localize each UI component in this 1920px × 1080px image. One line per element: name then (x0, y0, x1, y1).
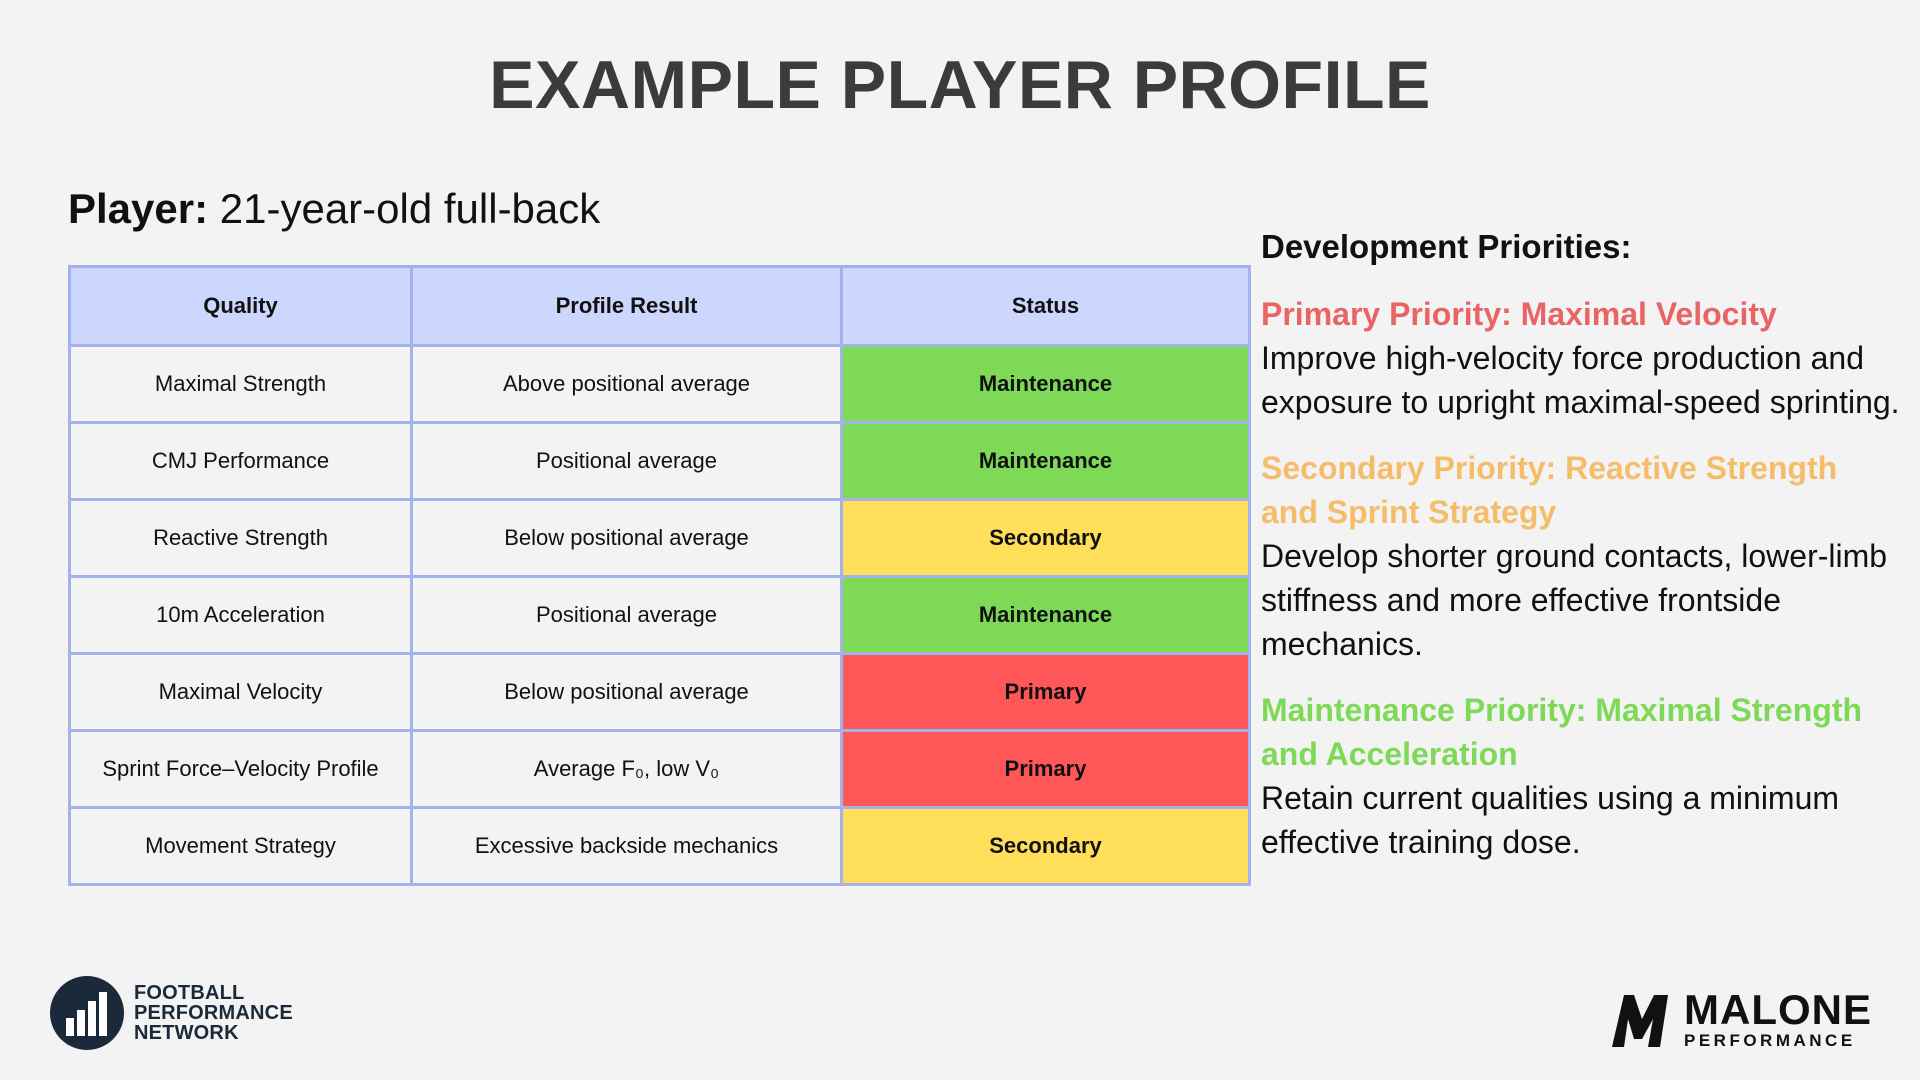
ffn-logo-text: FOOTBALL PERFORMANCE NETWORK (134, 983, 293, 1043)
cell-result: Average F₀, low V₀ (410, 729, 843, 809)
table-row: Movement Strategy Excessive backside mec… (68, 806, 1251, 886)
status-badge: Primary (840, 729, 1251, 809)
player-value: 21-year-old full-back (219, 185, 601, 232)
table-row: CMJ Performance Positional average Maint… (68, 421, 1251, 501)
priority-primary: Primary Priority: Maximal Velocity Impro… (1261, 292, 1901, 424)
priority-secondary: Secondary Priority: Reactive Strength an… (1261, 446, 1901, 666)
status-badge: Maintenance (840, 344, 1251, 424)
status-badge: Secondary (840, 498, 1251, 578)
cell-result: Below positional average (410, 498, 843, 578)
bar-chart-circle-icon (50, 976, 124, 1050)
status-badge: Secondary (840, 806, 1251, 886)
table-row: Maximal Velocity Below positional averag… (68, 652, 1251, 732)
priority-heading: Primary Priority: Maximal Velocity (1261, 296, 1777, 332)
cell-quality: Reactive Strength (68, 498, 413, 578)
ffn-line2: PERFORMANCE (134, 1002, 293, 1024)
page-title: EXAMPLE PLAYER PROFILE (489, 47, 1431, 123)
cell-quality: 10m Acceleration (68, 575, 413, 655)
priority-text: Retain current qualities using a minimum… (1261, 780, 1840, 860)
table-row: Reactive Strength Below positional avera… (68, 498, 1251, 578)
cell-result: Positional average (410, 575, 843, 655)
status-badge: Primary (840, 652, 1251, 732)
malone-performance-logo: MALONE PERFORMANCE (1610, 986, 1872, 1052)
priority-maintenance: Maintenance Priority: Maximal Strength a… (1261, 688, 1901, 864)
ffn-line1: FOOTBALL (134, 982, 245, 1004)
football-performance-network-logo: FOOTBALL PERFORMANCE NETWORK (50, 976, 293, 1050)
player-line: Player: 21-year-old full-back (68, 185, 600, 233)
cell-result: Positional average (410, 421, 843, 501)
table-row: Maximal Strength Above positional averag… (68, 344, 1251, 424)
ffn-line3: NETWORK (134, 1022, 239, 1044)
cell-quality: CMJ Performance (68, 421, 413, 501)
cell-result: Excessive backside mechanics (410, 806, 843, 886)
priority-heading: Maintenance Priority: Maximal Strength a… (1261, 692, 1863, 772)
table-row: Sprint Force–Velocity Profile Average F₀… (68, 729, 1251, 809)
profile-table: Quality Profile Result Status Maximal St… (68, 265, 1251, 886)
cell-quality: Movement Strategy (68, 806, 413, 886)
priority-heading: Secondary Priority: Reactive Strength an… (1261, 450, 1838, 530)
priority-text: Develop shorter ground contacts, lower-l… (1261, 538, 1888, 662)
header-status: Status (840, 265, 1251, 347)
cell-result: Above positional average (410, 344, 843, 424)
priority-text: Improve high-velocity force production a… (1261, 340, 1900, 420)
cell-quality: Maximal Strength (68, 344, 413, 424)
status-badge: Maintenance (840, 421, 1251, 501)
cell-quality: Sprint Force–Velocity Profile (68, 729, 413, 809)
development-priorities: Development Priorities: Primary Priority… (1261, 228, 1901, 886)
header-profile-result: Profile Result (410, 265, 843, 347)
malone-sub: PERFORMANCE (1684, 1031, 1856, 1050)
table-row: 10m Acceleration Positional average Main… (68, 575, 1251, 655)
status-badge: Maintenance (840, 575, 1251, 655)
player-label: Player: (68, 185, 209, 232)
cell-result: Below positional average (410, 652, 843, 732)
header-quality: Quality (68, 265, 413, 347)
priorities-heading: Development Priorities: (1261, 228, 1632, 265)
malone-logo-text: MALONE PERFORMANCE (1684, 986, 1872, 1052)
cell-quality: Maximal Velocity (68, 652, 413, 732)
malone-m-icon (1612, 995, 1668, 1047)
malone-name: MALONE (1684, 986, 1872, 1033)
table-header-row: Quality Profile Result Status (68, 265, 1251, 347)
